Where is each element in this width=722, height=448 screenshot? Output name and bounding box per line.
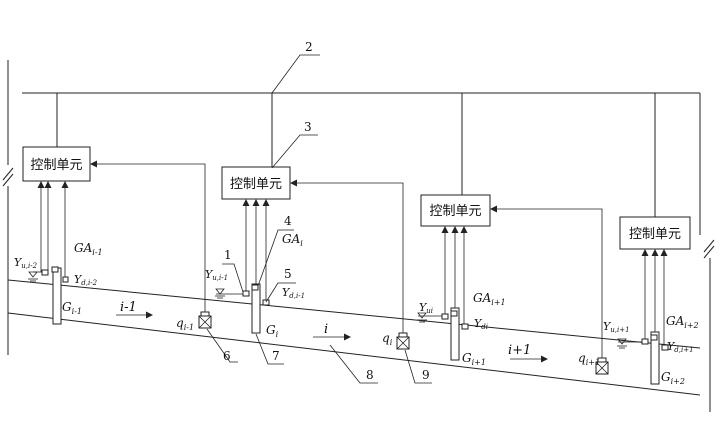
communication-bus (22, 92, 700, 217)
control-unit-label: 控制单元 (230, 177, 282, 192)
control-unit-label: 控制单元 (629, 227, 681, 242)
canal (7, 279, 701, 396)
reach-label: i-1 (120, 300, 137, 315)
gate-opening-label: GAi-1 (74, 241, 103, 257)
gate-opening-label: GAi+2 (666, 314, 699, 330)
callout-2: 2 (305, 40, 313, 54)
station-1-labels: Yu,i-2 GAi-1 Yd,i-2 Gi-1 (14, 241, 103, 316)
gate-label: Gi+1 (462, 351, 486, 367)
flow-arrows (116, 311, 548, 363)
flow-label: qi (382, 331, 393, 347)
flow-label: qi-1 (176, 316, 194, 332)
callout-8: 8 (366, 368, 374, 382)
gates (52, 267, 660, 385)
upstream-level-sensors (28, 269, 649, 349)
callout-5: 5 (284, 267, 292, 281)
signal-lines (37, 181, 668, 346)
station-4-labels: Yu,i+1 GAi+2 Yd,i+1 Gi+2 (603, 314, 699, 386)
valve-icon (198, 311, 212, 329)
control-unit-3: 控制单元 (420, 194, 491, 227)
valve-icon (396, 332, 410, 350)
control-unit-label: 控制单元 (30, 158, 82, 173)
station-3-labels: Yui GAi+1 Ydi Gi+1 (419, 291, 506, 367)
flow-feedback-lines (90, 160, 603, 362)
left-boundary (2, 60, 14, 355)
control-unit-4: 控制单元 (619, 216, 691, 250)
flow-label: qi+1 (578, 351, 600, 367)
callout-leaders (206, 54, 432, 384)
reach-label: i (324, 322, 328, 337)
callout-6: 6 (223, 349, 231, 363)
callout-3: 3 (304, 120, 312, 134)
downstream-level-label: Ydi (474, 317, 488, 331)
offtake-valves (198, 311, 609, 375)
gate-opening-sensors (51, 266, 658, 341)
upstream-level-label: Yui (419, 301, 433, 315)
control-unit-2: 控制单元 (221, 166, 291, 200)
valve-icon (595, 357, 609, 375)
callout-numbers: 2 3 1 4 5 6 7 8 9 (223, 40, 430, 382)
callout-1: 1 (224, 248, 232, 262)
callout-7: 7 (272, 349, 280, 363)
gate-opening-label: GAi (282, 232, 303, 248)
gate-opening-label: GAi+1 (473, 291, 506, 307)
reach-label: i+1 (508, 343, 531, 358)
right-boundary (699, 93, 715, 412)
offtake-flow-labels: qi-1 qi qi+1 (176, 316, 600, 367)
reach-labels: i-1 i i+1 (120, 300, 531, 358)
gate-label: Gi-1 (62, 300, 82, 316)
downstream-level-label: Yd,i-1 (282, 286, 305, 300)
upstream-level-label: Yu,i-2 (14, 256, 38, 270)
gate-label: Gi (266, 323, 279, 339)
downstream-level-label: Yd,i-2 (74, 273, 98, 287)
callout-4: 4 (284, 214, 292, 228)
control-unit-1: 控制单元 (22, 146, 91, 182)
station-2-labels: Yu,i-1 GAi Yd,i-1 Gi (205, 232, 305, 339)
downstream-level-sensors (62, 276, 669, 351)
downstream-level-label: Yd,i+1 (667, 340, 694, 354)
gate-label: Gi+2 (661, 370, 685, 386)
callout-9: 9 (422, 368, 430, 382)
upstream-level-label: Yu,i-1 (205, 268, 228, 282)
upstream-level-label: Yu,i+1 (603, 320, 630, 334)
control-unit-label: 控制单元 (429, 204, 481, 219)
